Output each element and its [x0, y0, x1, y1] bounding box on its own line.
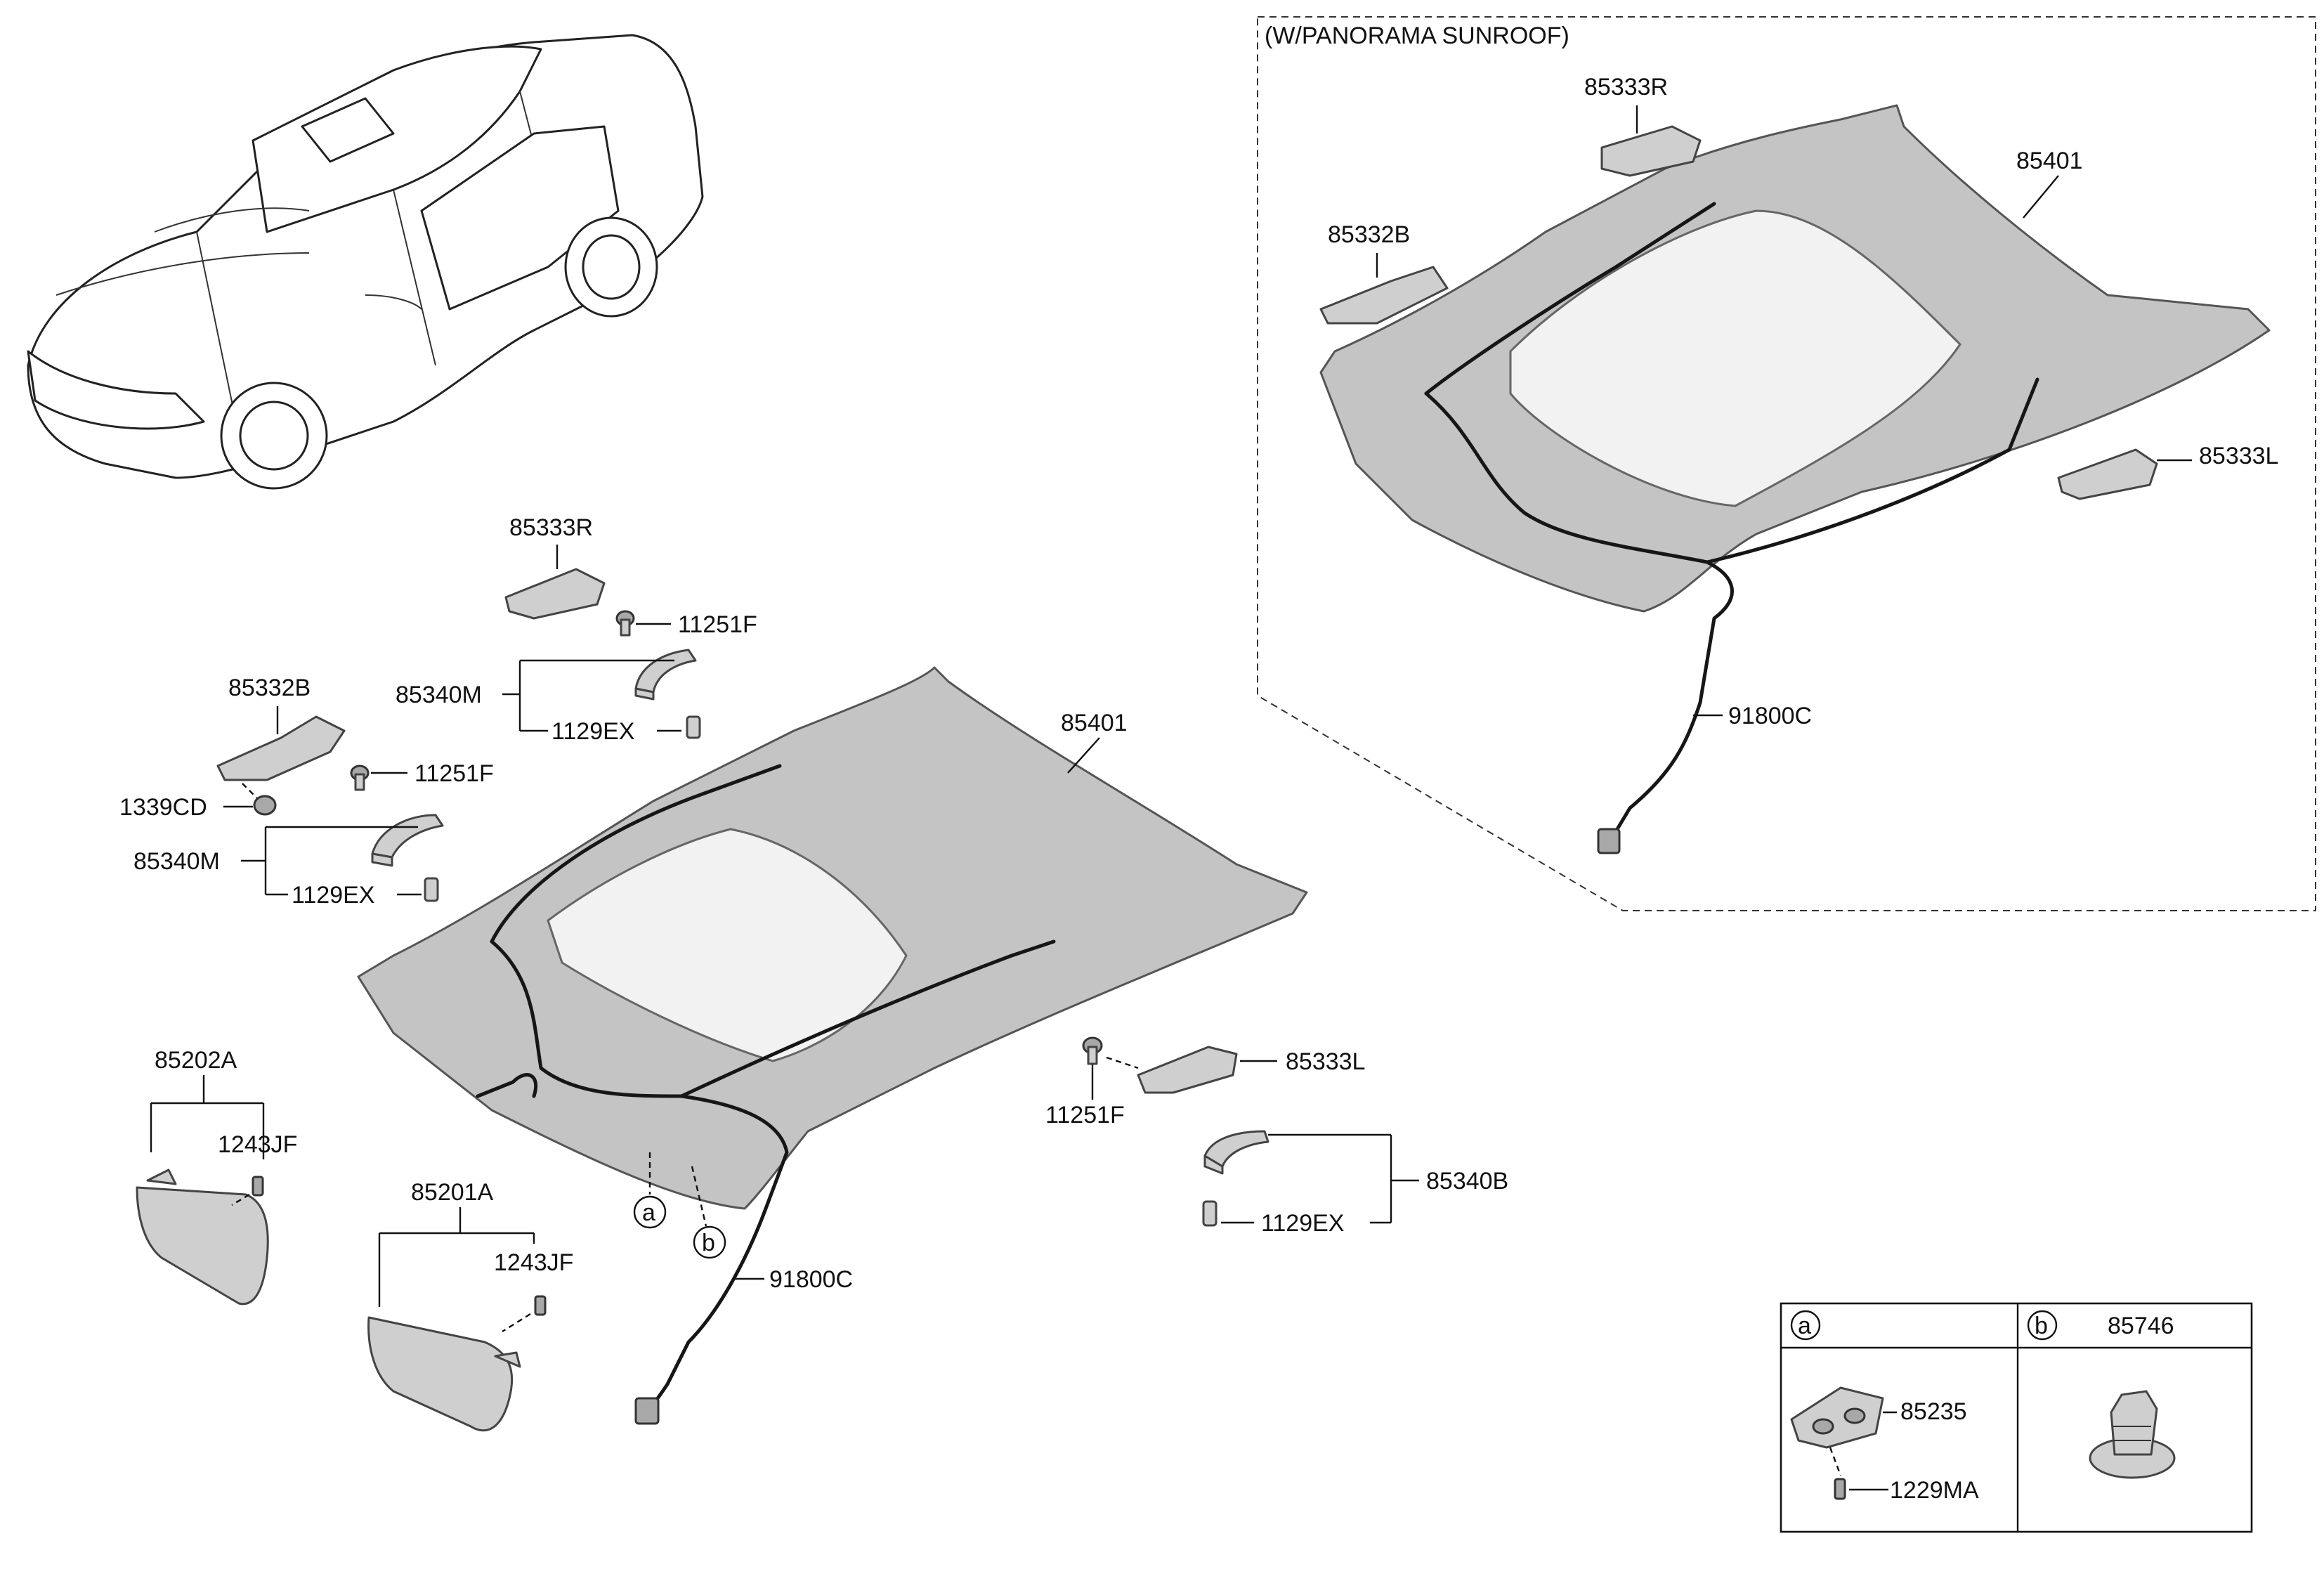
bolt-11251F-c	[1082, 1036, 1103, 1065]
main-headliner-assembly: 85333R 11251F 85340M 1129EX 85332B 11251…	[119, 514, 1508, 1432]
label-main-11251F-b: 11251F	[414, 760, 494, 787]
screw-1229MA	[1834, 1478, 1846, 1500]
label-main-85332B: 85332B	[228, 675, 311, 701]
main-bracket-85332B	[216, 715, 346, 781]
screw-1129EX-b	[424, 877, 439, 902]
marker-a	[633, 1195, 667, 1229]
label-main-1129EX-c: 1129EX	[1261, 1210, 1344, 1237]
legend-label-85235: 85235	[1900, 1398, 1967, 1425]
marker-b-label: b	[702, 1230, 715, 1256]
panorama-sunroof-section: (W/PANORAMA SUNROOF) 85333R 85332B 85401…	[1257, 16, 2316, 911]
label-main-1129EX-b: 1129EX	[292, 882, 374, 909]
legend-marker-a	[1790, 1310, 1821, 1341]
label-main-1243JF-a: 1243JF	[218, 1131, 297, 1158]
pano-sunroof-opening	[1509, 209, 1961, 507]
legend-label-1229MA: 1229MA	[1890, 1477, 1979, 1504]
screw-1129EX-a	[686, 715, 701, 739]
pano-wiring	[1424, 391, 1734, 845]
pano-label-85401: 85401	[2016, 148, 2083, 174]
label-main-85340M-b: 85340M	[133, 848, 220, 875]
label-main-85340B: 85340B	[1426, 1168, 1508, 1195]
main-grip-85340B	[1203, 1130, 1269, 1168]
pano-label-91800C: 91800C	[1728, 703, 1812, 729]
panorama-frame	[1257, 16, 2316, 911]
main-connector	[634, 1397, 660, 1425]
label-main-85401: 85401	[1061, 710, 1128, 736]
label-main-85333L: 85333L	[1286, 1048, 1365, 1075]
screw-1243JF-a	[252, 1176, 264, 1197]
label-main-11251F-c: 11251F	[1045, 1102, 1125, 1128]
vehicle-illustration	[27, 34, 704, 490]
marker-b	[693, 1225, 726, 1259]
main-sunroof-opening	[547, 828, 908, 1062]
bolt-11251F-b	[350, 764, 370, 791]
pano-bracket-85333R	[1600, 125, 1702, 177]
pano-label-85333L: 85333L	[2199, 443, 2278, 469]
label-main-1243JF-b: 1243JF	[494, 1249, 573, 1276]
clip-85746	[2089, 1390, 2176, 1479]
main-bracket-85333R	[504, 568, 606, 620]
sun-visor-85202A	[136, 1186, 269, 1306]
pano-label-85333R: 85333R	[1584, 74, 1668, 100]
sun-visor-85201A	[367, 1316, 514, 1432]
screw-1129EX-c	[1202, 1200, 1218, 1227]
marker-a-label: a	[642, 1199, 655, 1226]
pano-connector	[1597, 828, 1621, 854]
main-wiring	[490, 939, 789, 1414]
legend-marker-a-label: a	[1798, 1313, 1811, 1339]
label-main-85202A: 85202A	[155, 1047, 237, 1074]
legend-box: a b 85746 85235 1229MA	[1780, 1302, 2253, 1533]
label-main-91800C: 91800C	[769, 1266, 853, 1293]
label-main-11251F-a: 11251F	[678, 611, 757, 638]
legend-marker-b	[2027, 1310, 2058, 1341]
panorama-title: (W/PANORAMA SUNROOF)	[1265, 22, 1569, 49]
pano-bracket-85333L	[2057, 448, 2158, 500]
bolt-11251F-a	[615, 610, 635, 637]
overhead-lamp-85235	[1790, 1386, 1884, 1449]
legend-marker-b-label: b	[2035, 1313, 2048, 1339]
main-bracket-85333L	[1137, 1046, 1238, 1094]
label-main-85201A: 85201A	[411, 1179, 494, 1206]
screw-1243JF-b	[534, 1295, 547, 1316]
pano-label-85332B: 85332B	[1328, 221, 1410, 248]
pano-bracket-85332B	[1319, 266, 1449, 325]
legend-part-b-title: 85746	[2108, 1313, 2174, 1339]
clip-1339CD	[253, 795, 277, 816]
label-main-85340M-a: 85340M	[396, 682, 482, 708]
main-grip-85340M-a	[634, 649, 697, 694]
main-grip-85340M-b	[371, 814, 444, 859]
label-main-85333R: 85333R	[509, 514, 593, 541]
label-main-1339CD: 1339CD	[119, 794, 207, 821]
label-main-1129EX-a: 1129EX	[551, 718, 634, 745]
